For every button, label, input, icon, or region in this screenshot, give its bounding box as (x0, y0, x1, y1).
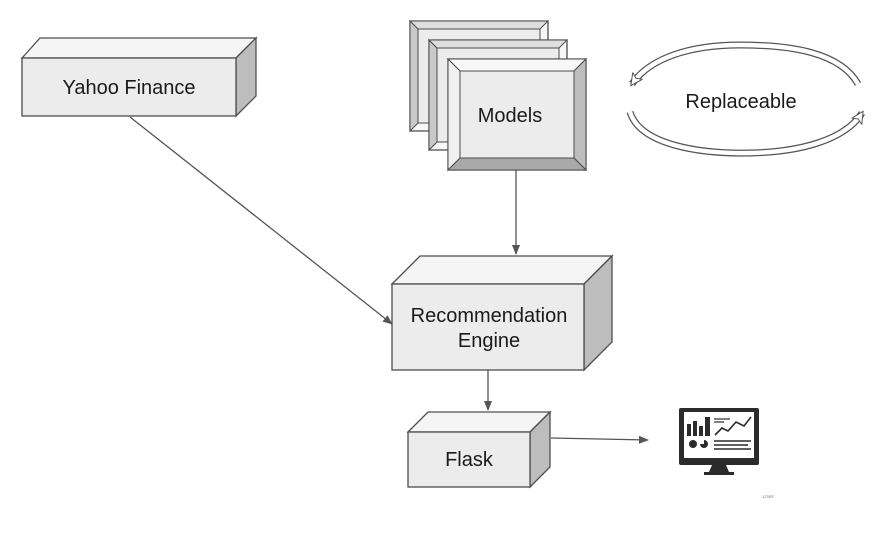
recommendation-engine-node: Recommendation Engine (390, 254, 614, 372)
replaceable-label: Replaceable (685, 91, 796, 113)
flask-node: Flask (406, 410, 552, 489)
models-card-front (446, 57, 588, 172)
yahoo-finance-label: Yahoo Finance (62, 77, 195, 99)
flask-label: Flask (445, 449, 494, 471)
edges (129, 116, 649, 444)
recommendation-engine-label-line2: Engine (458, 330, 520, 352)
dashboard-monitor-icon: 123RF (679, 408, 775, 499)
cycle-arrow-top (629, 41, 862, 87)
dashboard-caption: 123RF (762, 494, 775, 499)
edge-flask-to-dashboard (550, 435, 649, 444)
models-label: Models (478, 105, 542, 127)
cycle-arrow-bottom (626, 110, 865, 157)
recommendation-engine-label-line1: Recommendation (411, 305, 568, 327)
models-node: Models (408, 19, 588, 172)
edge-yahoo-to-engine (129, 116, 393, 325)
yahoo-finance-node: Yahoo Finance (20, 36, 258, 118)
replaceable-cycle: Replaceable (626, 41, 865, 157)
